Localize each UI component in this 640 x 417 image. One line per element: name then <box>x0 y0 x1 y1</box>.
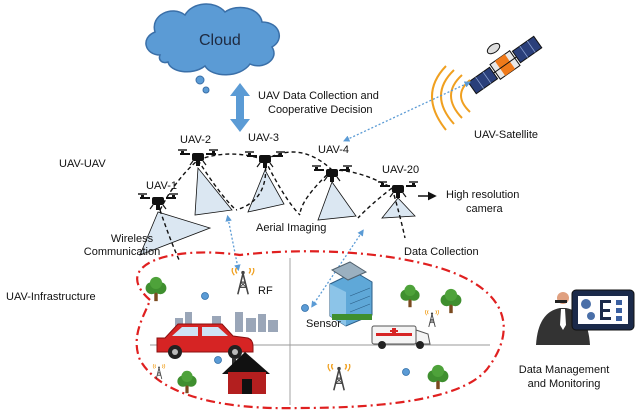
data-collection-label: Data Collection <box>404 246 479 258</box>
uav-3-drone-icon <box>245 151 285 169</box>
tree-icon <box>440 288 462 314</box>
uav-uav-links <box>159 151 406 263</box>
uav-data-collection-label: UAV Data Collection and <box>258 90 379 102</box>
aerial-imaging-beams <box>139 166 416 256</box>
cell-tower-icon <box>424 310 440 328</box>
uav-2-drone-icon <box>178 149 218 167</box>
uav-satellite-label: UAV-Satellite <box>474 129 538 141</box>
uav-20-label: UAV-20 <box>382 164 420 176</box>
satellite-signal-icon <box>431 65 471 131</box>
uav-2-label: UAV-2 <box>180 134 211 146</box>
communication-label: Communication <box>83 246 161 258</box>
aerial-imaging-label: Aerial Imaging <box>256 222 327 234</box>
tree-icon <box>400 284 420 308</box>
uav-4-drone-icon <box>312 165 352 183</box>
tree-icon <box>427 364 449 390</box>
uav-infrastructure-region <box>135 250 505 410</box>
car-icon <box>156 323 254 359</box>
satellite-uav4-link <box>343 81 471 142</box>
cloud-label: Cloud <box>199 32 241 49</box>
uav-3-label: UAV-3 <box>248 132 279 144</box>
uav-1-drone-icon <box>138 193 178 211</box>
cloud-uav-link-arrow <box>230 83 250 132</box>
ambulance-icon <box>371 325 431 349</box>
uav-sensor-link <box>311 229 364 308</box>
data-management-icon <box>536 289 635 345</box>
satellite-icon <box>467 35 543 95</box>
uav-4-label: UAV-4 <box>318 144 349 156</box>
cooperative-decision-label: Cooperative Decision <box>268 104 373 116</box>
high-resolution-label: High resolution <box>446 189 520 201</box>
uav-infrastructure-label: UAV-Infrastructure <box>6 291 96 303</box>
uav-uav-label: UAV-UAV <box>59 158 106 170</box>
sensor-label: Sensor <box>306 318 341 330</box>
and-monitoring-label: and Monitoring <box>527 378 601 390</box>
cell-tower-icon <box>327 364 351 392</box>
data-management-label: Data Management <box>518 364 610 376</box>
wireless-label: Wireless <box>110 233 154 245</box>
uav-20-drone-icon <box>378 181 418 199</box>
rf-label: RF <box>258 285 273 297</box>
tree-icon <box>177 370 197 394</box>
camera-label: camera <box>466 203 503 215</box>
uav-1-label: UAV-1 <box>146 180 177 192</box>
uav-rf-link <box>225 214 241 272</box>
building-icon <box>329 261 373 327</box>
house-icon <box>222 352 270 394</box>
cloud-icon <box>145 3 281 94</box>
rf-tower-icon <box>231 268 255 296</box>
sensor-dots <box>201 292 410 376</box>
